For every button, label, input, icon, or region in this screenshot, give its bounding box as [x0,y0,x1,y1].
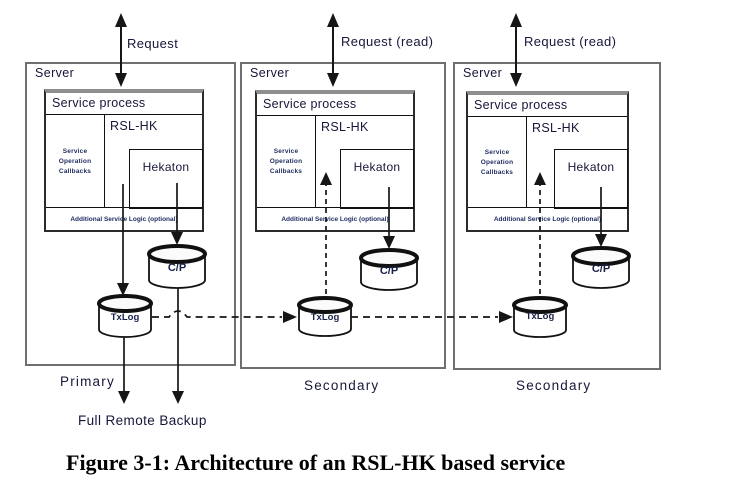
additional-service-logic-strip: Additional Service Logic (optional) [468,207,627,230]
service-process-box: Service process Service Operation Callba… [255,90,415,232]
service-operation-callbacks-box: Service Operation Callbacks [468,116,527,208]
callbacks-line: Operation [269,158,303,165]
cp-label: C/P [167,262,187,274]
role-label-secondary-1: Secondary [304,378,380,393]
callbacks-line: Operation [58,157,92,165]
rsl-hk-label: RSL-HK [321,120,369,134]
cp-label: C/P [379,265,399,277]
callbacks-line: Service [273,148,299,155]
full-remote-backup-label: Full Remote Backup [78,413,207,428]
callbacks-line: Callbacks [58,167,92,175]
additional-service-logic-strip: Additional Service Logic (optional) [46,207,202,230]
service-process-title: Service process [46,93,202,115]
hekaton-box: Hekaton [129,149,203,209]
service-process-title: Service process [468,95,627,117]
service-process-box: Service process Service Operation Callba… [44,89,204,232]
callbacks-line: Callbacks [269,168,303,175]
role-label-secondary-2: Secondary [516,378,592,393]
callbacks-line: Service [62,147,88,155]
callbacks-line: Callbacks [480,168,514,176]
additional-service-logic-strip: Additional Service Logic (optional) [257,207,413,230]
callbacks-line: Operation [480,158,514,166]
hekaton-box: Hekaton [340,149,414,209]
request-label-secondary-1: Request (read) [341,34,434,49]
hekaton-label: Hekaton [353,160,401,174]
role-label-primary: Primary [60,374,115,389]
rsl-hk-label: RSL-HK [532,121,580,135]
hekaton-box: Hekaton [554,149,628,209]
server-label: Server [250,66,290,80]
txlog-label: TxLog [110,312,140,323]
service-operation-callbacks-box: Service Operation Callbacks [46,114,105,208]
request-label-secondary-2: Request (read) [524,34,617,49]
txlog-label: TxLog [310,312,340,323]
figure-caption: Figure 3-1: Architecture of an RSL-HK ba… [66,450,566,475]
callbacks-line: Service [484,148,510,156]
rsl-hk-label: RSL-HK [110,119,158,133]
request-label-primary: Request [127,36,179,51]
server-box-primary: Server Service process Service Operation… [25,62,236,366]
service-operation-callbacks-box: Service Operation Callbacks [257,115,316,208]
cp-label: C/P [591,263,611,275]
service-process-title: Service process [257,94,413,116]
server-label: Server [463,66,503,80]
server-box-secondary-2: Server Service process Service Operation… [453,62,661,370]
service-process-box: Service process Service Operation Callba… [466,91,629,232]
server-label: Server [35,66,75,80]
hekaton-label: Hekaton [142,160,190,174]
txlog-label: TxLog [525,311,555,322]
hekaton-label: Hekaton [567,160,615,174]
